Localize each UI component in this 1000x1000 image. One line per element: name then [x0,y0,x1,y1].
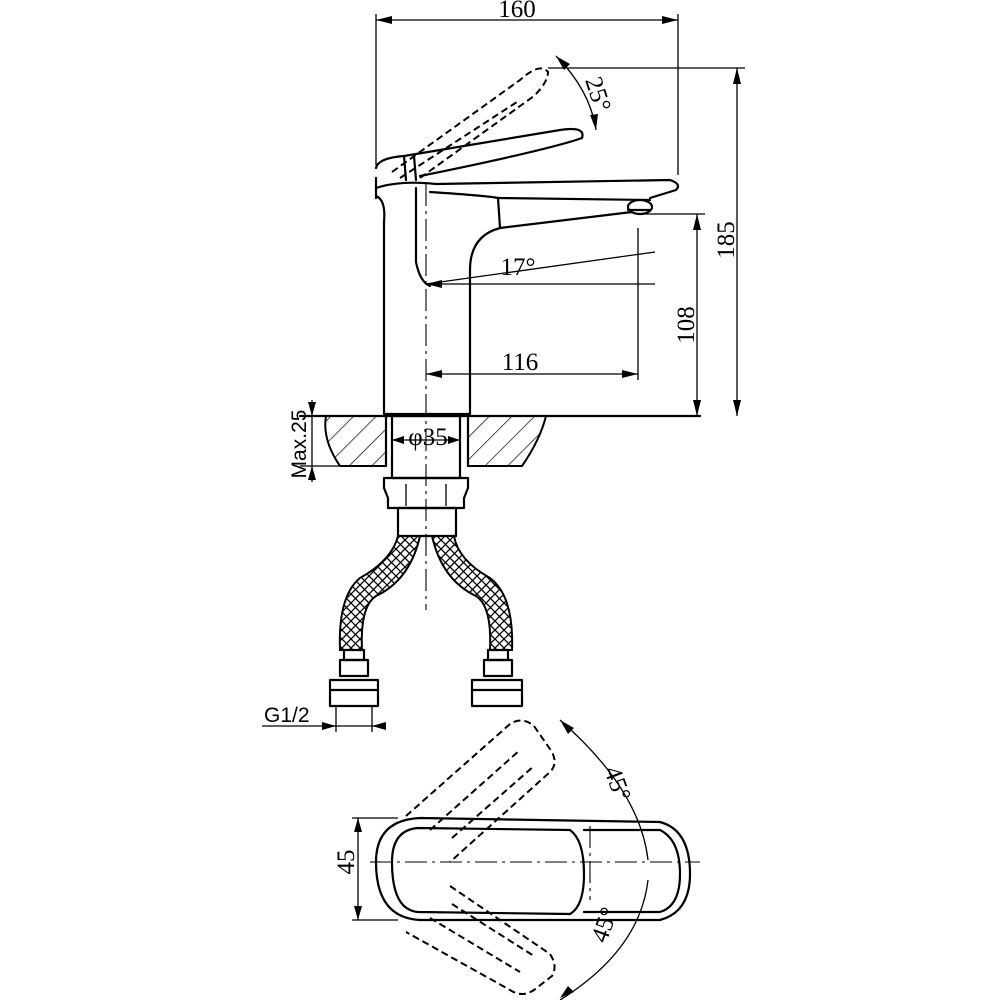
aerator [626,198,654,216]
dim-lever-tilt: 25° [555,55,616,131]
dim-mount-diameter-label: φ35 [408,424,447,451]
mount-shank: φ35 [382,414,470,538]
faucet-top-view: 45 45° 45° [333,719,700,1000]
dim-lever-tilt-label: 25° [579,74,615,116]
countertop-section [298,414,702,468]
lever-closed [374,127,584,178]
faucet-body [374,186,432,416]
dim-rotation-lower-label: 45° [586,904,623,946]
dim-spout-reach-label: 116 [502,349,539,376]
dim-spout-angle-label: 17° [501,254,536,281]
hose-nut-left [328,678,380,708]
spout-bottom [428,190,502,416]
handle-rotated-upper [405,719,556,863]
dim-overall-width: 160 [375,0,679,175]
dim-spout-height: 108 [640,213,705,416]
lever-raised-outline [391,67,550,179]
flex-hoses [328,535,524,708]
spout-top [374,176,680,200]
dim-deck-thickness-label: Max.25 [288,410,311,479]
dim-rotation-upper-label: 45° [598,763,635,805]
faucet-side-view [374,67,680,610]
handle-top-outline [374,816,692,922]
dim-overall-width-label: 160 [498,0,536,23]
hose-right [430,535,514,651]
dim-hose-thread-label: G1/2 [264,704,310,727]
dim-hose-thread: G1/2 [262,704,386,732]
dim-spout-reach: 116 [426,228,639,380]
dim-overall-height: 185 [548,67,745,416]
handle-rotated-lower [405,885,556,995]
dim-handle-width-label: 45 [333,850,360,875]
dim-spout-angle: 17° [425,251,656,288]
hose-nut-right [470,678,524,708]
dim-deck-thickness: Max.25 [288,400,386,482]
hose-left [338,535,422,651]
dim-spout-height-label: 108 [673,306,700,344]
mount-nut [382,476,470,510]
dim-overall-height-label: 185 [713,221,740,259]
